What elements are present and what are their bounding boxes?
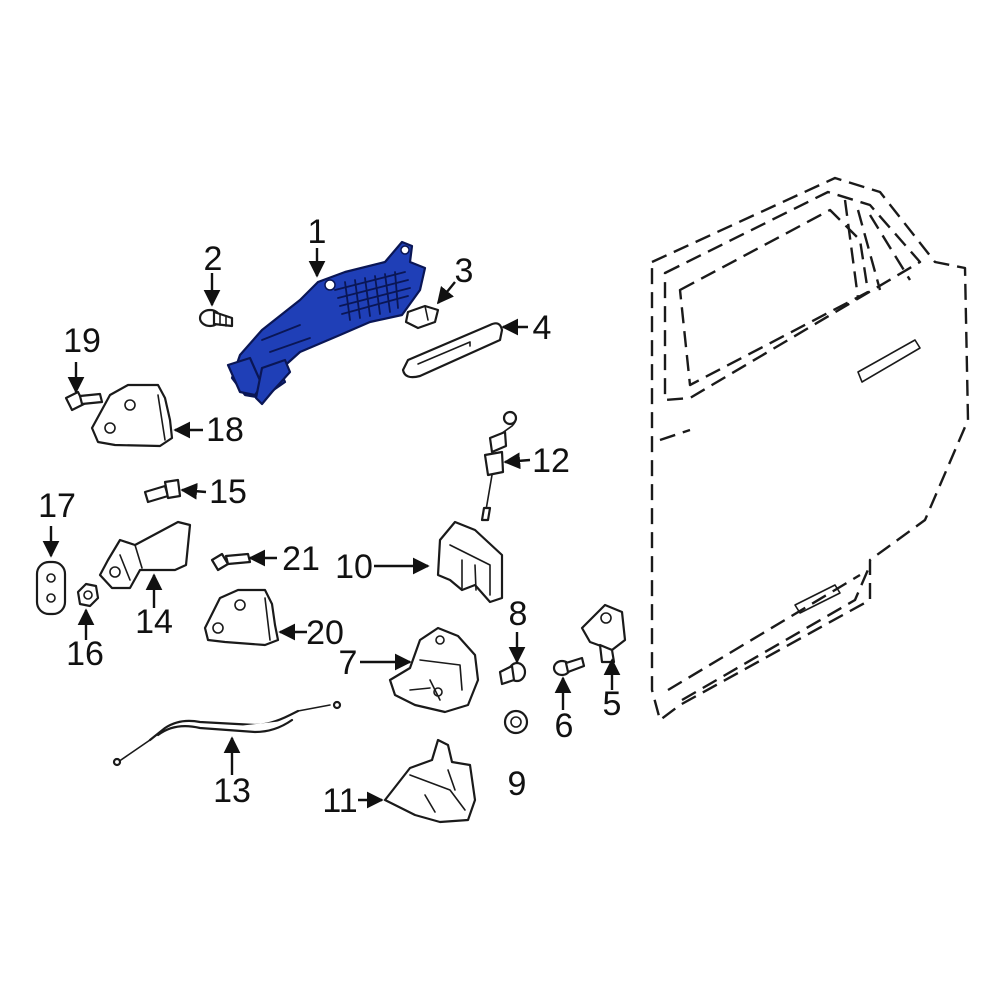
part-5-striker [580, 603, 627, 664]
callout-4: 4 [533, 309, 552, 347]
part-9-grommet [503, 709, 529, 735]
part-10-bracket [436, 520, 504, 604]
part-6-bolt [552, 656, 586, 677]
leader-arrows [42, 248, 621, 809]
part-13-cable [112, 700, 342, 767]
part-7-latch [388, 626, 480, 714]
callout-9: 9 [508, 765, 527, 803]
callout-18: 18 [206, 411, 244, 449]
callout-8: 8 [509, 595, 528, 633]
rear-door-outline [650, 176, 970, 722]
callout-10: 10 [335, 548, 373, 586]
part-19-bolt [64, 390, 104, 412]
part-21-bolt [210, 552, 252, 572]
callout-19: 19 [63, 322, 101, 360]
part-14-door-check [98, 520, 192, 590]
part-11-latch-cover [383, 738, 477, 824]
callout-21: 21 [282, 540, 320, 578]
part-8-pin [498, 661, 527, 686]
callout-14: 14 [135, 603, 173, 641]
callout-1: 1 [308, 213, 327, 251]
callout-17: 17 [38, 487, 76, 525]
callout-3: 3 [455, 252, 474, 290]
callout-2: 2 [204, 240, 223, 278]
callout-13: 13 [213, 772, 251, 810]
part-15-bolt [143, 478, 182, 504]
part-1-handle-carrier [226, 240, 427, 406]
callout-11: 11 [322, 782, 357, 820]
part-17-bumper [35, 560, 67, 616]
part-12-rod [480, 410, 518, 522]
part-3-cap [404, 304, 440, 330]
part-20-lower-hinge [203, 588, 280, 647]
callout-7: 7 [339, 644, 358, 682]
callout-6: 6 [555, 707, 574, 745]
part-18-upper-hinge [90, 383, 174, 448]
callout-15: 15 [209, 473, 247, 511]
callout-12: 12 [532, 442, 570, 480]
callout-16: 16 [66, 635, 104, 673]
part-16-nut [76, 582, 100, 608]
callout-labels: 1 2 3 4 5 6 7 8 9 10 11 12 13 14 15 16 1… [38, 213, 621, 820]
part-2-screw [198, 308, 234, 328]
callout-20: 20 [306, 614, 344, 652]
part-4-handle-cover [401, 322, 504, 379]
callout-5: 5 [603, 685, 622, 723]
